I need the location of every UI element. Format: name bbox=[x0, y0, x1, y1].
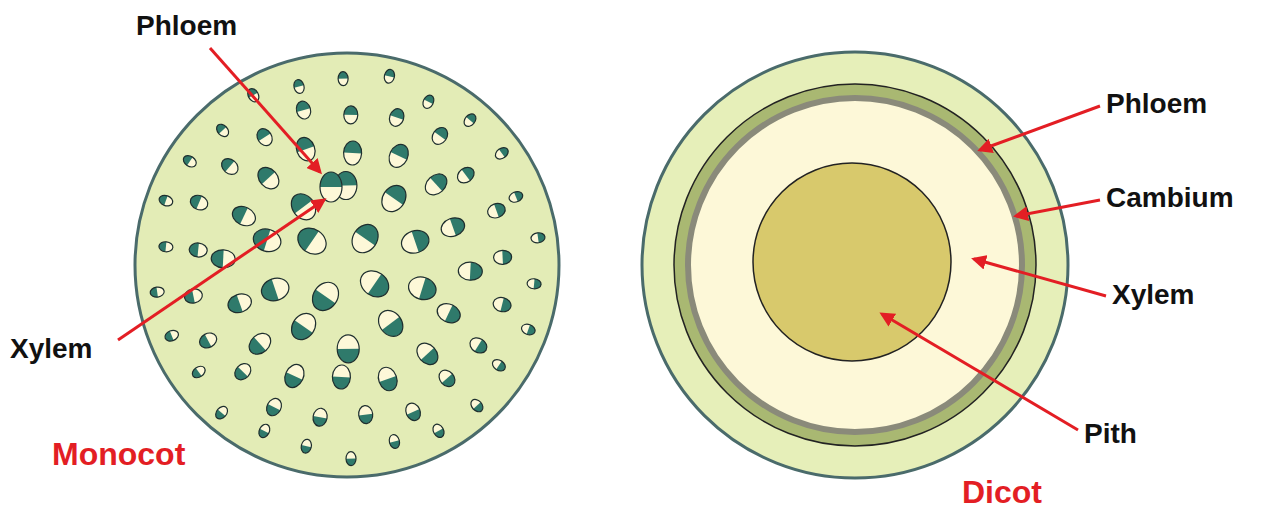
vascular-bundle bbox=[413, 339, 442, 369]
vascular-bundle bbox=[264, 396, 285, 418]
vascular-bundle bbox=[468, 397, 485, 414]
vascular-bundle bbox=[211, 249, 236, 268]
vascular-bundle bbox=[467, 335, 490, 356]
vascular-bundle bbox=[337, 335, 359, 363]
vascular-bundles bbox=[150, 68, 546, 465]
vascular-bundle bbox=[338, 72, 348, 86]
part-label: Pith bbox=[1084, 420, 1137, 448]
stem-title: Monocot bbox=[52, 438, 185, 470]
vascular-bundle bbox=[332, 365, 351, 390]
vascular-bundle bbox=[213, 404, 230, 421]
vascular-bundle bbox=[294, 100, 312, 121]
vascular-bundle bbox=[343, 141, 362, 166]
vascular-bundle bbox=[429, 125, 451, 148]
vascular-bundle bbox=[486, 201, 508, 220]
vascular-bundle bbox=[398, 227, 432, 257]
vascular-bundle bbox=[462, 112, 479, 129]
vascular-bundle bbox=[293, 223, 331, 260]
leader-arrow bbox=[210, 48, 320, 172]
stem-title: Dicot bbox=[962, 476, 1042, 508]
vascular-bundle bbox=[355, 266, 393, 303]
part-label: Phloem bbox=[136, 12, 237, 40]
vascular-bundle bbox=[490, 357, 507, 373]
vascular-bundle bbox=[197, 330, 219, 351]
vascular-bundle bbox=[293, 135, 318, 164]
dicot-stem bbox=[642, 52, 1068, 478]
vascular-bundle bbox=[257, 422, 272, 439]
vascular-bundle bbox=[232, 360, 255, 383]
leader-arrows bbox=[118, 48, 1106, 430]
vascular-bundle bbox=[189, 242, 208, 258]
vascular-bundle bbox=[287, 309, 321, 345]
vascular-bundle bbox=[344, 106, 358, 124]
pith bbox=[753, 163, 951, 361]
vascular-bundle bbox=[214, 122, 231, 139]
vascular-bundle bbox=[258, 275, 292, 305]
vascular-bundle bbox=[312, 407, 329, 427]
vascular-bundle bbox=[229, 203, 258, 230]
vascular-bundle bbox=[358, 405, 374, 425]
vascular-bundle bbox=[493, 250, 512, 265]
vascular-bundle bbox=[346, 451, 356, 465]
vascular-bundle bbox=[375, 365, 400, 394]
vascular-bundle bbox=[300, 438, 313, 454]
vascular-bundle bbox=[181, 153, 198, 169]
vascular-bundle bbox=[493, 145, 510, 161]
vascular-bundle bbox=[307, 277, 344, 315]
vascular-bundle bbox=[292, 78, 305, 94]
vascular-bundle bbox=[387, 107, 406, 129]
vascular-bundle bbox=[158, 194, 175, 208]
cambium-ring bbox=[688, 98, 1022, 432]
vascular-bundle bbox=[190, 364, 207, 380]
vascular-bundle bbox=[225, 291, 254, 316]
vascular-bundle bbox=[377, 181, 411, 217]
vascular-bundle bbox=[158, 241, 173, 252]
leader-arrow bbox=[974, 259, 1106, 296]
leader-arrow bbox=[980, 106, 1100, 150]
part-label: Xylem bbox=[1112, 281, 1195, 309]
vascular-bundle bbox=[431, 422, 447, 439]
vascular-bundle bbox=[421, 93, 436, 110]
vascular-bundle bbox=[281, 361, 308, 390]
vascular-bundle bbox=[347, 219, 384, 257]
vascular-bundle bbox=[530, 232, 545, 244]
vascular-bundle bbox=[254, 126, 276, 149]
vascular-bundle bbox=[150, 286, 165, 298]
vascular-bundle bbox=[454, 164, 477, 186]
vascular-bundle bbox=[218, 155, 241, 177]
vascular-bundle bbox=[383, 68, 396, 84]
vascular-bundle bbox=[434, 300, 463, 327]
vascular-bundle bbox=[403, 401, 423, 423]
vascular-bundle bbox=[320, 172, 342, 202]
vascular-bundle bbox=[385, 141, 412, 170]
vascular-bundle bbox=[436, 367, 458, 390]
vascular-bundle bbox=[406, 274, 439, 303]
vascular-bundle bbox=[492, 296, 513, 314]
vascular-bundle bbox=[508, 190, 525, 205]
vascular-bundle bbox=[421, 170, 451, 199]
part-label: Xylem bbox=[10, 335, 93, 363]
phloem-ring bbox=[674, 84, 1036, 446]
vascular-bundle bbox=[527, 278, 542, 289]
vascular-bundle bbox=[254, 163, 283, 193]
leader-arrow bbox=[882, 314, 1078, 430]
monocot-stem bbox=[135, 53, 559, 477]
vascular-bundle bbox=[163, 328, 180, 343]
vascular-bundle bbox=[458, 262, 483, 281]
vascular-bundle bbox=[439, 215, 468, 240]
part-label: Cambium bbox=[1106, 184, 1234, 212]
vascular-bundle bbox=[374, 306, 408, 342]
leader-arrow bbox=[1016, 200, 1100, 216]
part-label: Phloem bbox=[1106, 90, 1207, 118]
vascular-bundle bbox=[520, 322, 537, 336]
vascular-bundle bbox=[388, 433, 401, 449]
vascular-bundle bbox=[188, 193, 210, 213]
vascular-bundle bbox=[245, 329, 275, 358]
leader-arrow bbox=[118, 200, 324, 340]
